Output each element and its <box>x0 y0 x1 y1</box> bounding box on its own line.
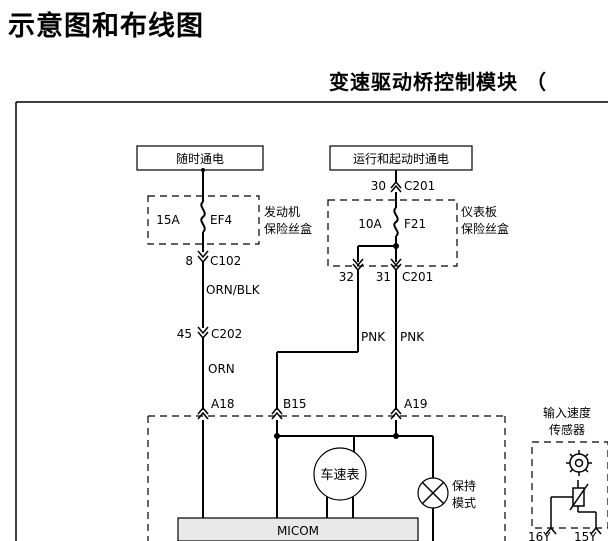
instrument-fuse-box-label-1: 仪表板 <box>461 205 497 219</box>
fuse-ef4-id: EF4 <box>210 213 232 227</box>
engine-fuse-box-label-1: 发动机 <box>264 204 300 219</box>
wire-color-pnk-right: PNK <box>400 330 425 344</box>
gear-icon <box>566 450 592 476</box>
wire-color-pnk-left: PNK <box>361 330 386 344</box>
input-speed-sensor-label-2: 传感器 <box>549 422 585 437</box>
c201-bottom-name: C201 <box>402 270 433 284</box>
hold-mode-label-2: 模式 <box>452 496 476 510</box>
fuse-f21-rating: 10A <box>358 217 382 231</box>
fuse-ef4-rating: 15A <box>156 213 180 227</box>
input-speed-sensor-label-1: 输入速度 <box>543 405 591 420</box>
page-title: 示意图和布线图 <box>8 11 204 42</box>
power-label-run-crank: 运行和起动时通电 <box>353 152 449 166</box>
module-pin-b15: B15 <box>271 397 307 420</box>
fuse-ef4-symbol <box>200 201 206 233</box>
module-pin-a19: A19 <box>390 397 427 420</box>
pin-a18-label: A18 <box>211 397 234 411</box>
c201-top-pin: 30 <box>371 179 386 193</box>
module-title: 变速驱动桥控制模块 （ <box>329 70 547 94</box>
fuse-f21-symbol <box>393 207 399 237</box>
connector-c201-bottom: 32 31 C201 <box>339 258 433 284</box>
connector-c102: 8 C102 <box>185 250 241 268</box>
connector-c202: 45 C202 <box>177 326 242 341</box>
internal-bus <box>274 433 434 541</box>
c201-left-pin: 32 <box>339 270 354 284</box>
c202-pin: 45 <box>177 327 192 341</box>
fuse-f21-id: F21 <box>404 217 426 231</box>
module-pin-a18: A18 <box>197 397 234 420</box>
wire-color-orn: ORN <box>208 362 235 376</box>
hold-mode-label-1: 保持 <box>452 478 476 493</box>
pin-b15-label: B15 <box>283 397 307 411</box>
wire-color-orn-blk: ORN/BLK <box>206 283 261 297</box>
module-boundary <box>147 415 506 541</box>
input-speed-sensor: 16Y 15Y <box>528 441 608 541</box>
c201-right-pin: 31 <box>376 270 391 284</box>
c201-top-name: C201 <box>404 179 435 193</box>
power-source-always-on: 随时通电 <box>136 145 264 171</box>
pin-15y-label: 15Y <box>574 530 597 541</box>
sensor-coil-icon <box>569 480 589 512</box>
instrument-fuse-box: 10A F21 仪表板 保险丝盒 <box>327 199 509 267</box>
hold-mode-lamp-icon <box>417 477 449 509</box>
power-label-always-on: 随时通电 <box>176 151 224 166</box>
speedometer-label: 车速表 <box>320 467 359 483</box>
diagram-frame <box>15 101 608 541</box>
micom-block: MICOM <box>177 517 419 541</box>
pin-a19-label: A19 <box>404 397 427 411</box>
micom-label: MICOM <box>277 524 319 538</box>
c202-name: C202 <box>211 327 242 341</box>
c102-name: C102 <box>210 254 241 268</box>
c102-pin: 8 <box>185 254 193 268</box>
instrument-fuse-box-label-2: 保险丝盒 <box>461 221 509 236</box>
power-source-run-crank: 运行和起动时通电 <box>329 145 473 171</box>
pin-16y-label: 16Y <box>528 530 551 541</box>
speedometer: 车速表 <box>313 447 367 518</box>
connector-c201-top: 30 C201 <box>371 179 436 193</box>
engine-fuse-box-label-2: 保险丝盒 <box>264 221 312 236</box>
engine-fuse-box: 15A EF4 发动机 保险丝盒 <box>147 195 312 245</box>
